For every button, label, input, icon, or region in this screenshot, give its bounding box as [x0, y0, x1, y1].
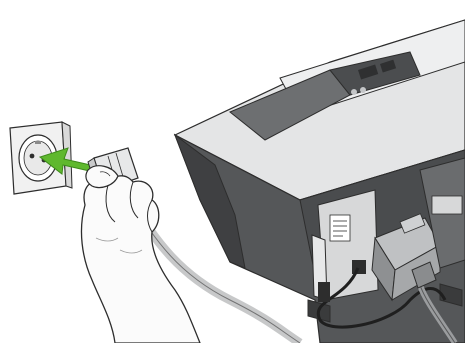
printer-power-connection-illustration: [0, 0, 465, 343]
illustration-stage: [0, 0, 465, 343]
